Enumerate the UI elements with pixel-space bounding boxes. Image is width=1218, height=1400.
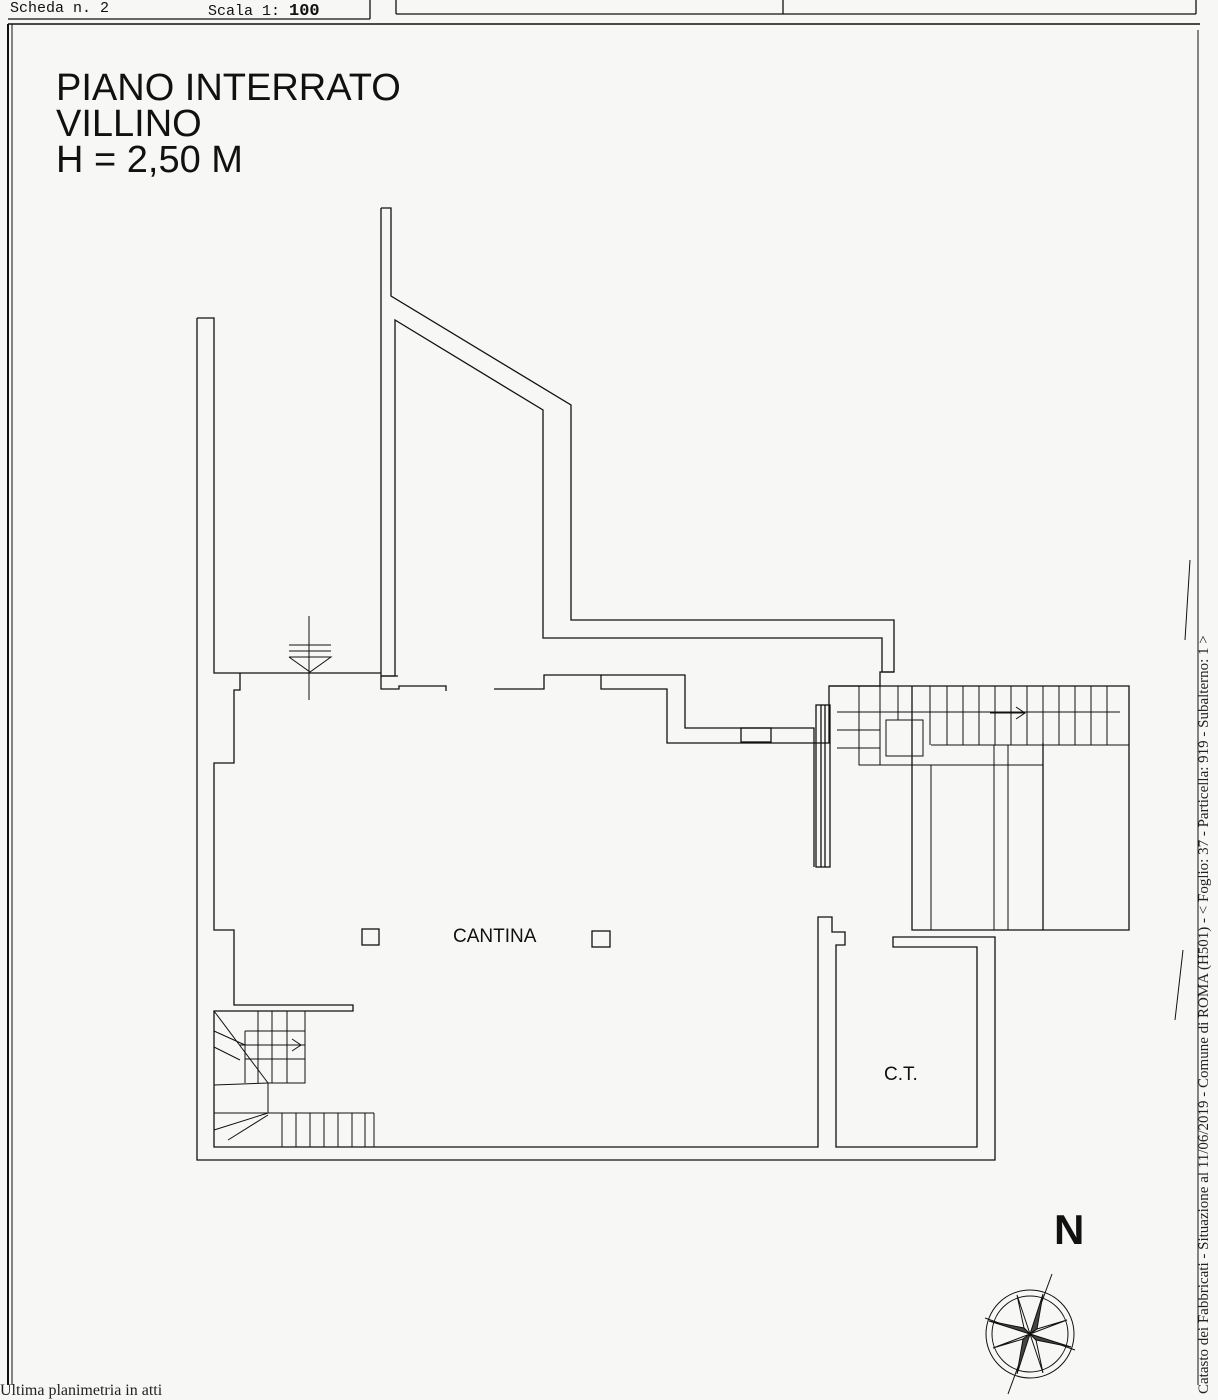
stairs-left — [213, 1010, 375, 1147]
sheet-frame — [7, 0, 1200, 1385]
pillar-right — [591, 930, 611, 948]
scale-label: Scala 1: 100 — [208, 2, 320, 21]
room-label-ct: C.T. — [884, 1064, 918, 1085]
section-marker-symbol — [288, 616, 333, 700]
north-label: N — [1054, 1206, 1085, 1253]
plan-title: PIANO INTERRATO VILLINO H = 2,50 M — [56, 67, 401, 181]
outer-walls — [196, 317, 1130, 1161]
stairs-right — [837, 686, 1129, 930]
compass-rose-icon — [984, 1273, 1076, 1395]
title-floor: PIANO INTERRATO — [56, 67, 401, 109]
footer-note: Ultima planimetria in atti — [0, 1382, 163, 1399]
cadastral-side-text: Catasto dei Fabbricati - Situazione al 1… — [1196, 635, 1212, 1394]
title-building: VILLINO — [56, 103, 202, 145]
header-bar: Scheda n. 2 Scala 1: 100 — [0, 0, 1218, 24]
room-label-cantina: CANTINA — [453, 926, 537, 947]
scale-value: 100 — [289, 2, 320, 21]
pillar-left — [361, 928, 380, 946]
scheda-number: Scheda n. 2 — [10, 0, 110, 17]
title-height: H = 2,50 M — [56, 139, 243, 181]
scale-prefix: Scala 1: — [208, 3, 281, 20]
corridor-walls — [380, 207, 895, 677]
